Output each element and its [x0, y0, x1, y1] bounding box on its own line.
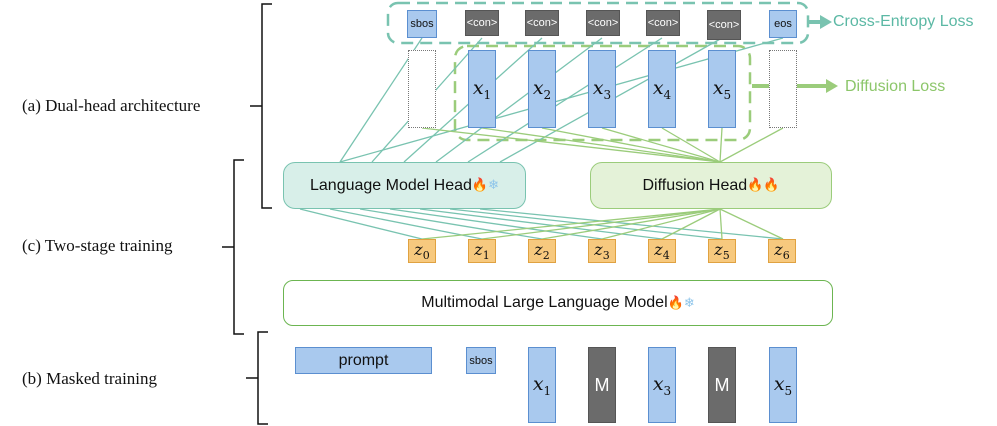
masked-token-x1: x1 — [528, 347, 556, 423]
fire-icon: 🔥 — [747, 178, 764, 193]
z-token-6: z6 — [768, 239, 796, 263]
lm-to-z-line — [329, 208, 483, 240]
lm-to-z-line — [449, 208, 723, 240]
latent-token-x1: x1 — [468, 50, 496, 128]
language-model-head-label: Language Model Head — [310, 176, 472, 194]
latent-token-x4: x4 — [648, 50, 676, 128]
fire-icon: 🔥 — [667, 295, 684, 311]
latent-token-x2: x2 — [528, 50, 556, 128]
bracket-masked — [246, 331, 268, 425]
z-token-2: z2 — [528, 239, 556, 263]
diffusion-loss-arrowhead — [826, 79, 838, 93]
diffusion-head-lines — [421, 127, 784, 240]
diffusion-to-z-line — [541, 208, 721, 240]
masked-token-x5: x5 — [769, 347, 797, 423]
bracket-two-stage — [222, 159, 244, 335]
fire-icon: 🔥 — [471, 178, 489, 193]
diffusion-head-label: Diffusion Head — [642, 176, 748, 194]
z-token-3: z3 — [588, 239, 616, 263]
diffusion-to-latent-line — [541, 127, 721, 163]
fire-icon: 🔥 — [763, 178, 780, 193]
diffusion-to-z-line — [421, 208, 721, 240]
label-dual-head: (a) Dual-head architecture — [22, 96, 201, 115]
lm-to-token-line — [435, 37, 603, 163]
diffusion-to-latent-line — [601, 127, 721, 163]
latent-token-x3: x3 — [588, 50, 616, 128]
lm-to-token-line — [467, 37, 663, 163]
token-empty-right — [769, 50, 797, 128]
token-con-2: <con> — [525, 10, 559, 36]
snowflake-icon: ❄ — [683, 295, 695, 311]
prompt-token: prompt — [295, 347, 432, 374]
bracket-dual-head — [250, 3, 272, 209]
z-token-5: z5 — [708, 239, 736, 263]
diffusion-to-latent-line — [719, 127, 784, 163]
diffusion-to-latent-line — [421, 127, 721, 163]
z-token-1: z1 — [468, 239, 496, 263]
token-con-3: <con> — [586, 10, 620, 36]
mask-token-2: M — [708, 347, 736, 423]
multimodal-llm: Multimodal Large Language Model 🔥 ❄ — [283, 280, 833, 326]
label-two-stage: (c) Two-stage training — [22, 236, 173, 255]
lm-to-z-line — [389, 208, 603, 240]
snowflake-icon: ❄ — [488, 178, 499, 193]
token-con-1: <con> — [465, 10, 499, 36]
token-sbos-top: sbos — [407, 10, 437, 38]
token-sbos-masked: sbos — [466, 347, 496, 374]
cross-entropy-loss-label: Cross-Entropy Loss — [833, 13, 974, 30]
z-token-4: z4 — [648, 239, 676, 263]
z-token-0: z0 — [408, 239, 436, 263]
diffusion-to-latent-line — [481, 127, 721, 163]
token-con-4: <con> — [646, 10, 680, 36]
latent-token-x5: x5 — [708, 50, 736, 128]
token-con-5: <con> — [707, 10, 741, 40]
diffusion-to-z-line — [719, 208, 723, 240]
token-eos-top: eos — [769, 10, 797, 38]
token-empty-left — [408, 50, 436, 128]
diffusion-to-latent-line — [661, 127, 721, 163]
ce-loss-arrowhead — [820, 15, 832, 29]
mask-token-1: M — [588, 347, 616, 423]
masked-token-x3: x3 — [648, 347, 676, 423]
multimodal-llm-label: Multimodal Large Language Model — [421, 294, 668, 311]
label-masked: (b) Masked training — [22, 369, 158, 388]
diffusion-to-z-line — [661, 208, 721, 240]
diffusion-head: Diffusion Head 🔥 🔥 — [590, 162, 832, 209]
language-model-head: Language Model Head 🔥 ❄ — [283, 162, 526, 209]
lm-to-z-line — [299, 208, 423, 240]
diffusion-to-z-line — [719, 208, 784, 240]
diffusion-to-z-line — [601, 208, 721, 240]
diffusion-loss-label: Diffusion Loss — [845, 78, 946, 95]
diffusion-to-latent-line — [719, 127, 723, 163]
lm-to-z-line — [359, 208, 543, 240]
diffusion-to-z-line — [481, 208, 721, 240]
